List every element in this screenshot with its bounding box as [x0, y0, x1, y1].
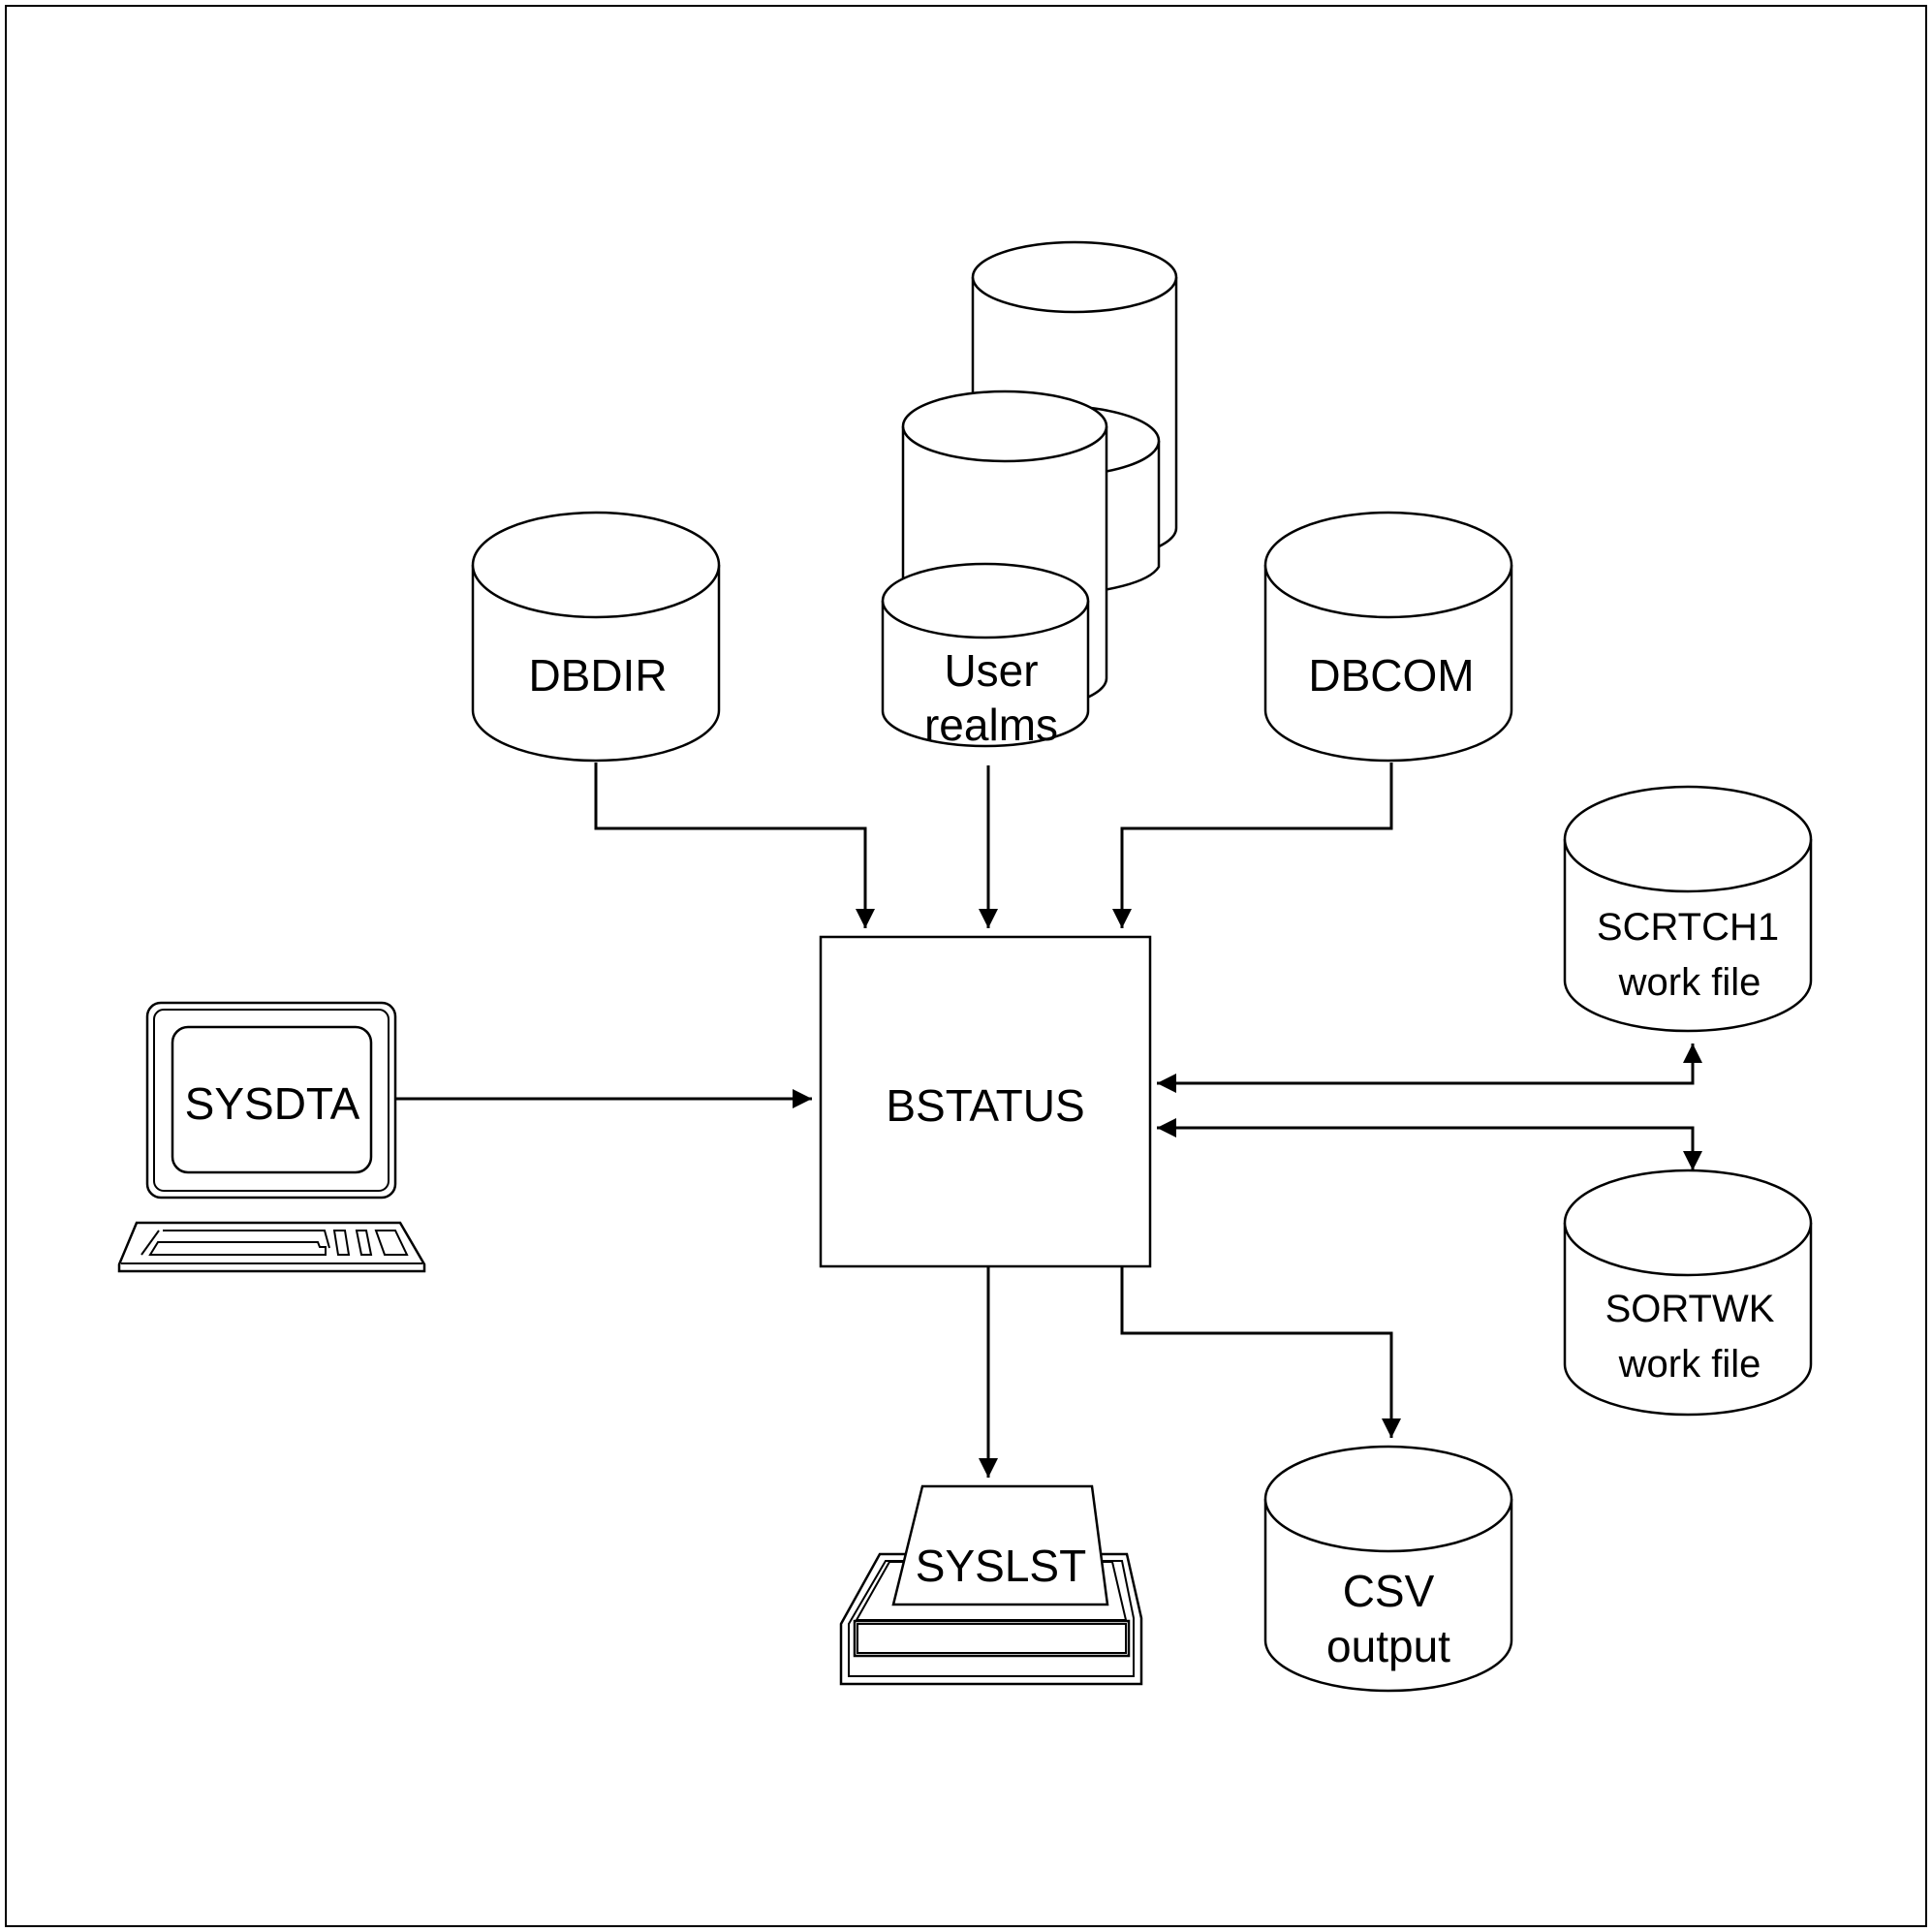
printer-icon: SYSLST — [839, 1484, 1143, 1686]
scrtch1-label-line2: work file — [1618, 961, 1761, 1004]
dbcom-label: DBCOM — [1308, 650, 1474, 701]
sortwk-label-line2: work file — [1618, 1343, 1761, 1386]
dbcom-to-bstatus-arrow — [1112, 763, 1393, 928]
dbdir-label: DBDIR — [528, 650, 667, 701]
page-border — [5, 5, 1927, 1927]
dbcom-database: DBCOM — [1263, 511, 1513, 763]
terminal-icon: SYSDTA — [117, 1001, 426, 1273]
sysdta-label: SYSDTA — [185, 1078, 360, 1129]
scrtch1-label-line1: SCRTCH1 — [1597, 906, 1779, 949]
bstatus-scrtch1-bidirectional-arrow — [1157, 1044, 1702, 1093]
user-realms-database-stack: User realms — [881, 240, 1178, 750]
sortwk-label-line1: SORTWK — [1605, 1288, 1775, 1330]
user-realms-label-line1: User — [944, 645, 1038, 696]
dbdir-database: DBDIR — [471, 511, 721, 763]
dbdir-to-bstatus-arrow — [594, 763, 875, 928]
csv-label-line1: CSV — [1343, 1566, 1435, 1616]
connectors — [395, 763, 1702, 1478]
csv-label-line2: output — [1326, 1621, 1450, 1671]
sortwk-work-file: SORTWK work file — [1563, 1169, 1813, 1417]
user-realms-front-cylinder: User realms — [881, 562, 1090, 750]
csv-output-file: CSV output — [1263, 1445, 1513, 1693]
bstatus-label: BSTATUS — [886, 1080, 1084, 1131]
bstatus-to-csv-arrow — [1120, 1266, 1401, 1438]
bstatus-sortwk-bidirectional-arrow — [1157, 1118, 1702, 1170]
scrtch1-work-file: SCRTCH1 work file — [1563, 785, 1813, 1033]
user-realms-label-line2: realms — [924, 700, 1058, 750]
bstatus-program-box: BSTATUS — [819, 935, 1152, 1268]
syslst-label: SYSLST — [916, 1541, 1086, 1591]
